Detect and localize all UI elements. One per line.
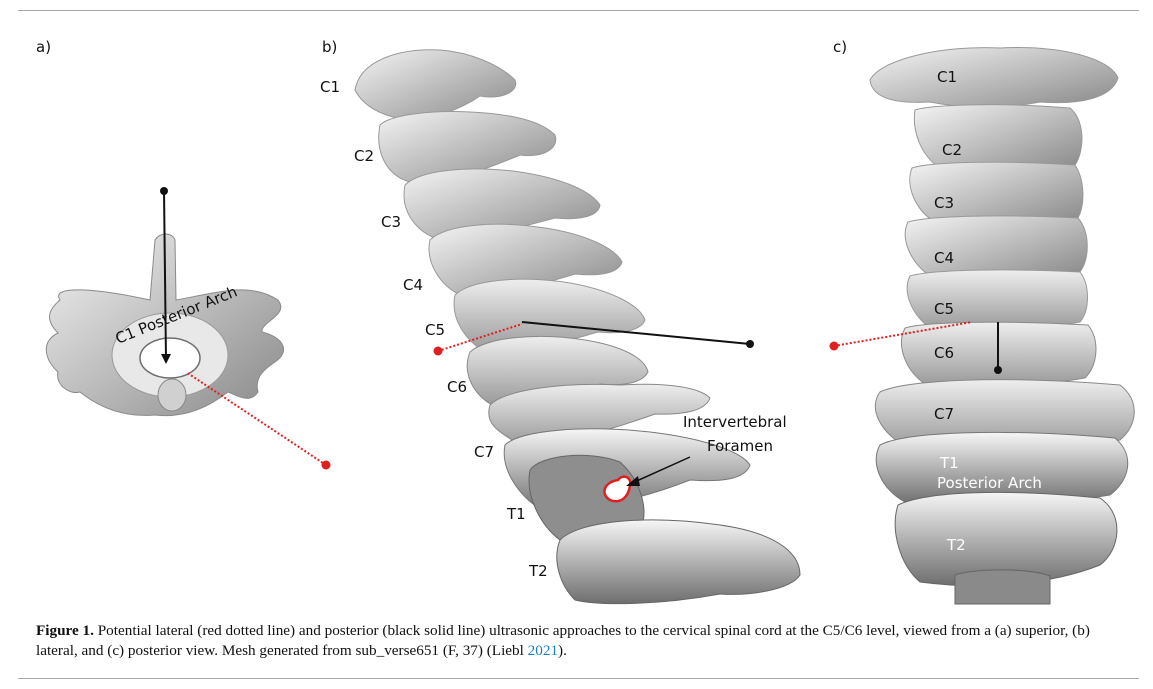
level-c-c7: C7: [934, 405, 954, 423]
caption-prefix: Figure 1.: [36, 622, 94, 639]
caption-suffix: ).: [558, 642, 567, 659]
level-b-c4: C4: [403, 276, 423, 294]
panel-a: a) C1 Posterior Arch: [36, 38, 331, 470]
level-b-c6: C6: [447, 378, 467, 396]
figure-caption: Figure 1. Potential lateral (red dotted …: [36, 621, 1126, 661]
level-c-c6: C6: [934, 344, 954, 362]
panel-b: b) C1 C2 C3 C4 C5 C6 C7 T1 T2: [320, 38, 800, 604]
panel-a-tag: a): [36, 38, 51, 56]
level-c-c1: C1: [937, 68, 957, 86]
level-c-c5: C5: [934, 300, 954, 318]
panel-c: c) C1 C2 C3 C4 C5 C6 C7 T1 Posterior Arc…: [830, 38, 1135, 604]
lateral-approach-a: [186, 372, 331, 470]
level-b-c5: C5: [425, 321, 445, 339]
level-c-c2: C2: [942, 141, 962, 159]
level-b-t1: T1: [506, 505, 526, 523]
spine-posterior-mesh: [870, 48, 1134, 604]
level-c-t2: T2: [946, 536, 966, 554]
level-c-t1: T1: [939, 454, 959, 472]
citation-year-link[interactable]: 2021: [528, 642, 558, 659]
level-c-c3: C3: [934, 194, 954, 212]
callout-line2: Foramen: [707, 437, 773, 455]
callout-line1: Intervertebral: [683, 413, 787, 431]
panel-c-tag: c): [833, 38, 847, 56]
level-b-c1: C1: [320, 78, 340, 96]
level-c-t1-sub: Posterior Arch: [937, 474, 1042, 492]
level-b-c7: C7: [474, 443, 494, 461]
panel-b-tag: b): [322, 38, 337, 56]
figure-canvas: a) C1 Posterior Arch b): [0, 0, 1153, 620]
level-b-c3: C3: [381, 213, 401, 231]
level-b-c2: C2: [354, 147, 374, 165]
level-b-t2: T2: [528, 562, 548, 580]
level-c-c4: C4: [934, 249, 954, 267]
